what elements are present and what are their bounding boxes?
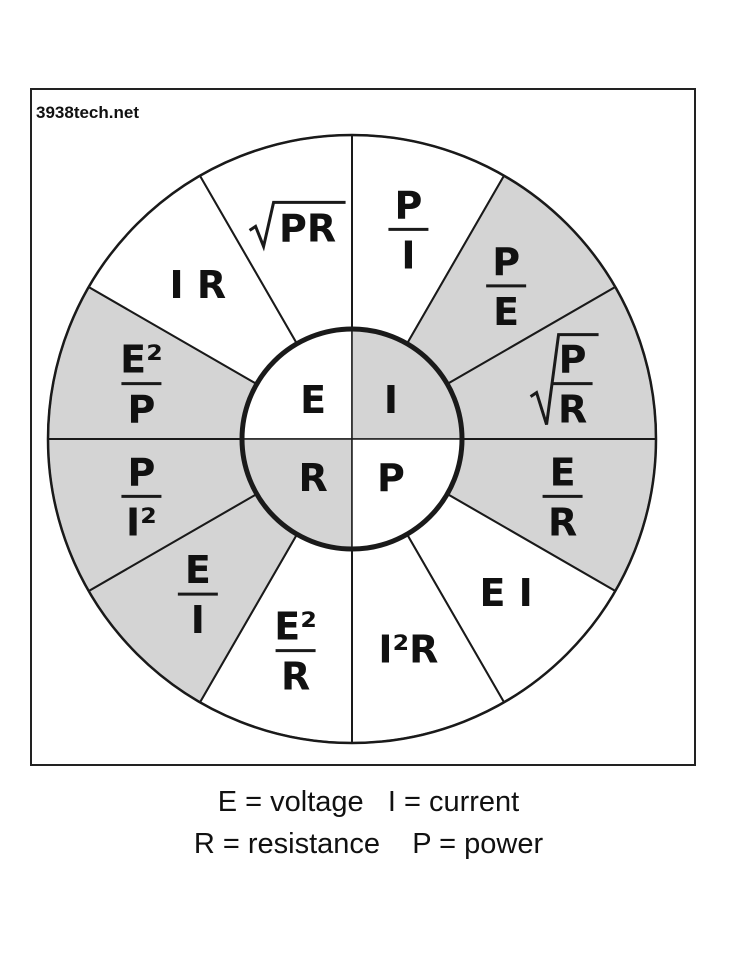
formula-numerator: E² [274,605,317,649]
formula-text: I R [170,263,227,307]
formula-denominator: R [281,655,310,699]
formula-numerator: P [492,240,520,284]
formula-text: I²R [378,628,438,672]
formula-numerator: E [185,548,211,592]
formula-9: P I² [121,450,162,544]
legend-line-resistance-power: R = resistance P = power [193,828,544,860]
formula-denominator: R [548,500,577,544]
diagram-frame [30,88,696,766]
center-letter-E: E [300,378,326,422]
formula-denominator: E [493,290,519,334]
center-letter-R: R [298,456,327,500]
formula-4: ER [542,450,583,544]
outer-circle [46,133,658,745]
formula-5: E I [479,571,532,615]
formula-7: E² R [274,605,317,699]
formula-text: E I [479,571,532,615]
formula-denominator: P [127,388,155,432]
formula-numerator: E² [120,338,163,382]
formula-11: I R [170,263,227,307]
formula-radicand: PR [279,206,336,250]
formula-denominator: I [191,598,205,642]
legend-line-voltage-current: E = voltage I = current [217,786,520,818]
formula-8: EI [177,548,218,642]
center-ring [239,326,465,552]
formula-2: PE [486,240,527,334]
formula-denominator: R [558,388,587,432]
formula-denominator: I² [126,500,157,544]
center-letter-I: I [384,378,398,422]
formula-10: E² P [120,338,163,432]
formula-denominator: I [401,233,415,277]
formula-numerator: P [394,183,422,227]
formula-12: PR [248,200,346,252]
square-root-sign [248,200,346,252]
formula-numerator: P [559,338,587,382]
formula-numerator: E [550,450,576,494]
formula-3: PR [529,333,599,432]
formula-numerator: P [127,450,155,494]
square-root-sign [529,333,599,426]
center-letter-P: P [377,456,405,500]
formula-1: PI [388,183,429,277]
formula-6: I²R [378,628,438,672]
watermark-text: 3938tech.net [36,103,139,122]
